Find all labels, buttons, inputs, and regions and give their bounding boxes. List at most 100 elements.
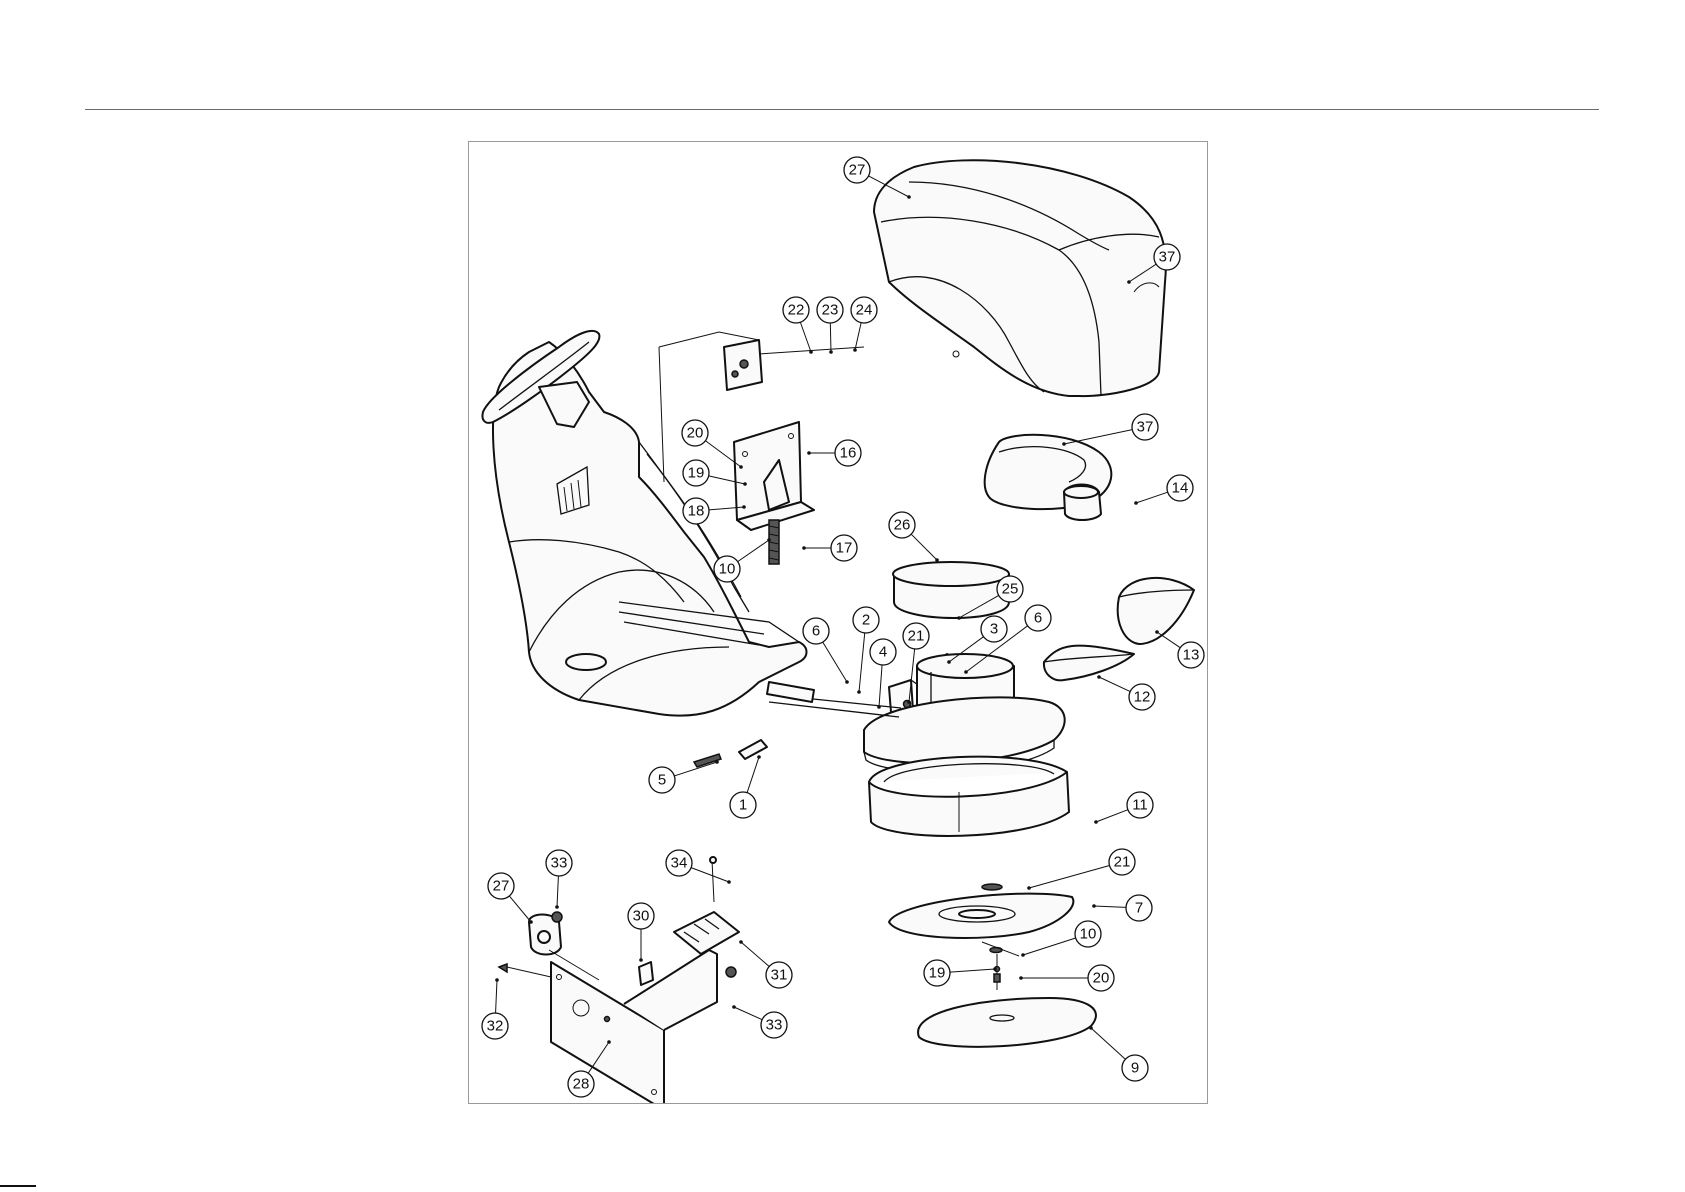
callout-label: 7 bbox=[1135, 900, 1143, 917]
callout-9: 9 bbox=[1089, 1026, 1148, 1081]
callout-leader-tip bbox=[529, 920, 533, 924]
part-rear-cover bbox=[1118, 578, 1194, 644]
callout-label: 10 bbox=[1080, 926, 1097, 943]
callout-leader-tip bbox=[957, 616, 961, 620]
callout-label: 4 bbox=[879, 644, 887, 661]
callout-leader bbox=[691, 868, 729, 882]
callout-label: 32 bbox=[487, 1018, 504, 1035]
callout-34: 34 bbox=[666, 850, 731, 884]
callout-leader bbox=[879, 665, 882, 707]
callout-27: 27 bbox=[488, 873, 533, 924]
callout-leader bbox=[1094, 906, 1126, 907]
callout-16: 16 bbox=[807, 440, 861, 466]
callout-leader-tip bbox=[1027, 886, 1031, 890]
callout-leader bbox=[509, 896, 531, 922]
part-lower-disc bbox=[889, 884, 1073, 938]
callout-33: 33 bbox=[546, 850, 572, 909]
callout-label: 17 bbox=[836, 540, 853, 557]
callout-label: 5 bbox=[658, 772, 666, 789]
callout-leader bbox=[911, 534, 937, 560]
callout-label: 20 bbox=[687, 425, 704, 442]
part-seat-chassis bbox=[493, 342, 806, 716]
callout-leader-tip bbox=[757, 755, 761, 759]
callout-leader-tip bbox=[993, 967, 997, 971]
callout-label: 11 bbox=[1132, 797, 1148, 814]
callout-label: 27 bbox=[493, 878, 510, 895]
callout-leader bbox=[747, 757, 759, 793]
callout-leader-tip bbox=[495, 978, 499, 982]
callout-5: 5 bbox=[649, 760, 719, 793]
callout-22: 22 bbox=[783, 297, 813, 354]
callout-label: 10 bbox=[719, 561, 736, 578]
callout-19: 19 bbox=[924, 960, 997, 986]
callout-leader-tip bbox=[807, 451, 811, 455]
part-cowl bbox=[874, 160, 1166, 396]
callout-11: 11 bbox=[1094, 792, 1153, 824]
callout-leader-tip bbox=[907, 700, 911, 704]
callout-leader-tip bbox=[1092, 904, 1096, 908]
callout-20: 20 bbox=[1019, 965, 1114, 991]
callout-leader-tip bbox=[935, 558, 939, 562]
part-spring bbox=[769, 520, 779, 564]
callout-label: 31 bbox=[771, 967, 788, 984]
callout-label: 20 bbox=[1093, 970, 1110, 987]
callout-31: 31 bbox=[739, 940, 792, 988]
part-bracket-plate bbox=[734, 422, 814, 530]
part-electronics-assembly bbox=[499, 857, 739, 1103]
callout-label: 26 bbox=[894, 517, 911, 534]
callout-label: 28 bbox=[573, 1076, 590, 1093]
callout-label: 24 bbox=[856, 302, 873, 319]
callout-leader-tip bbox=[739, 465, 743, 469]
callout-10: 10 bbox=[714, 538, 771, 582]
callout-leader bbox=[1157, 632, 1180, 648]
callout-leader bbox=[1099, 677, 1130, 692]
callout-leader bbox=[855, 323, 861, 350]
callout-label: 25 bbox=[1002, 581, 1019, 598]
callout-26: 26 bbox=[889, 512, 939, 562]
callout-leader-tip bbox=[802, 546, 806, 550]
callout-leader-tip bbox=[853, 348, 857, 352]
callout-leader-tip bbox=[1134, 501, 1138, 505]
callout-leader-tip bbox=[639, 958, 643, 962]
callout-leader-tip bbox=[1062, 442, 1066, 446]
callout-23: 23 bbox=[817, 297, 843, 354]
part-fasteners bbox=[982, 942, 1019, 990]
callout-leader bbox=[950, 969, 995, 972]
part-seat-cap bbox=[985, 435, 1112, 520]
callout-leader-tip bbox=[964, 670, 968, 674]
callout-leader bbox=[859, 633, 865, 692]
callout-label: 2 bbox=[862, 612, 870, 629]
callout-leader bbox=[1029, 866, 1109, 888]
callout-17: 17 bbox=[802, 535, 857, 561]
callout-24: 24 bbox=[851, 297, 877, 352]
callout-leader bbox=[496, 980, 497, 1013]
callout-33: 33 bbox=[732, 1005, 787, 1038]
callout-label: 6 bbox=[812, 623, 820, 640]
callout-leader-tip bbox=[907, 195, 911, 199]
callout-label: 22 bbox=[788, 302, 805, 319]
callout-leader-tip bbox=[732, 1005, 736, 1009]
callout-leader-tip bbox=[845, 680, 849, 684]
callout-leader-tip bbox=[1097, 675, 1101, 679]
callout-leader bbox=[741, 942, 769, 966]
callout-leader bbox=[734, 1007, 762, 1020]
callout-13: 13 bbox=[1155, 630, 1204, 668]
callout-label: 37 bbox=[1137, 419, 1154, 436]
callout-label: 3 bbox=[990, 621, 998, 638]
callout-leader-tip bbox=[1127, 280, 1131, 284]
callout-label: 33 bbox=[551, 855, 568, 872]
callout-label: 19 bbox=[688, 465, 705, 482]
callout-7: 7 bbox=[1092, 895, 1152, 921]
callout-leader-tip bbox=[947, 660, 951, 664]
callout-leader bbox=[1091, 1028, 1125, 1059]
callout-leader-tip bbox=[727, 880, 731, 884]
callout-leader-tip bbox=[1019, 976, 1023, 980]
callout-14: 14 bbox=[1134, 475, 1193, 505]
callout-label: 19 bbox=[929, 965, 946, 982]
callout-leader-tip bbox=[607, 1040, 611, 1044]
callout-label: 16 bbox=[840, 445, 857, 462]
callout-label: 34 bbox=[671, 855, 688, 872]
callout-label: 37 bbox=[1159, 249, 1176, 266]
callout-label: 21 bbox=[908, 628, 925, 645]
